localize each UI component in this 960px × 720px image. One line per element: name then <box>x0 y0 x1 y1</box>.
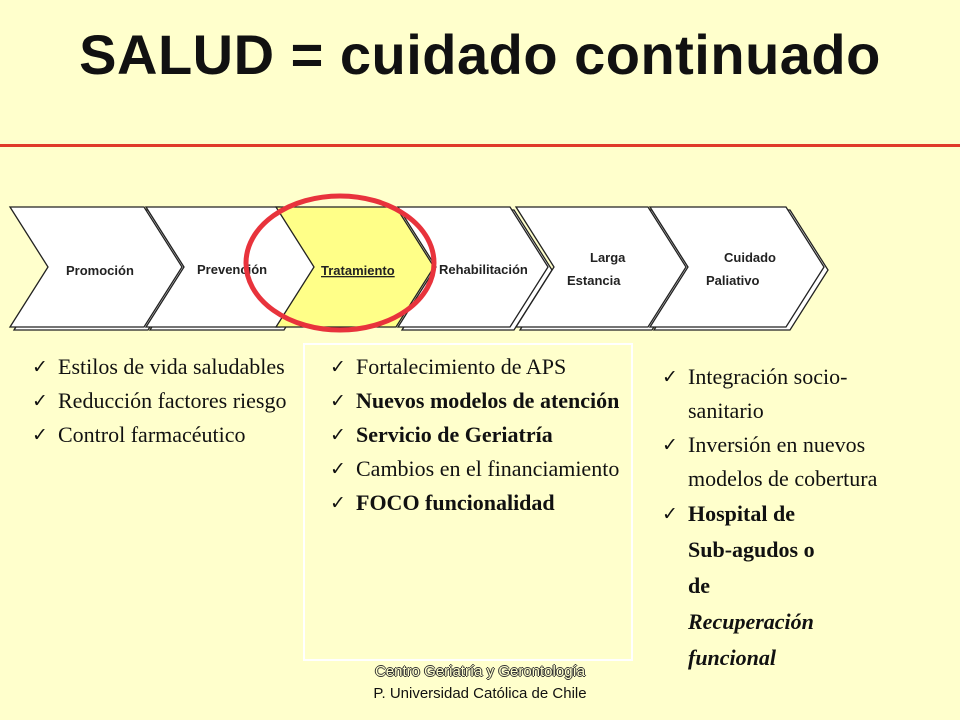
check-icon: ✓ <box>662 366 678 388</box>
step-cuidado-label: Cuidado <box>724 250 776 265</box>
list-item: ✓ Cambios en el financiamiento <box>330 452 630 486</box>
step-paliativo-label: Paliativo <box>706 273 760 288</box>
step-rehabilitacion-label: Rehabilitación <box>439 262 528 277</box>
step-tratamiento-label: Tratamiento <box>321 263 395 278</box>
list-item: ✓Estilos de vida saludables <box>32 350 302 384</box>
care-continuum-flow: Promoción Prevención Tratamiento Rehabil… <box>8 193 829 333</box>
check-icon: ✓ <box>662 434 678 456</box>
check-icon: ✓ <box>32 356 48 378</box>
list-item: ✓Servicio de Geriatría <box>330 418 630 452</box>
step-estancia-label: Estancia <box>567 273 621 288</box>
footer-institute: Centro Geriatría y Gerontología <box>374 663 586 680</box>
step-cuidado-paliativo <box>648 206 825 328</box>
list-item: ✓Reducción factores riesgo <box>32 384 302 418</box>
check-icon: ✓ <box>330 492 346 514</box>
right-list: ✓Integración socio-sanitario ✓Inversión … <box>662 360 902 676</box>
page-title: SALUD = cuidado continuado <box>79 23 881 86</box>
highlight-circle <box>243 193 437 333</box>
list-item: ✓FOCO funcionalidad <box>330 486 630 520</box>
middle-list: ✓Fortalecimiento de APS ✓ Nuevos modelos… <box>330 350 630 520</box>
check-icon: ✓ <box>330 424 346 446</box>
list-item: ✓Fortalecimiento de APS <box>330 350 630 384</box>
check-icon: ✓ <box>32 390 48 412</box>
footer: Centro Geriatría y Gerontología P. Unive… <box>300 661 660 705</box>
check-icon: ✓ <box>330 356 346 378</box>
list-item: ✓ Nuevos modelos de atención <box>330 384 630 418</box>
list-item: ✓Integración socio-sanitario <box>662 360 902 428</box>
step-promocion <box>8 206 183 328</box>
focus-box <box>303 343 633 661</box>
step-larga-estancia <box>514 206 687 328</box>
check-icon: ✓ <box>662 503 678 525</box>
check-icon: ✓ <box>330 390 346 412</box>
title-divider <box>0 144 960 147</box>
footer-university: P. Universidad Católica de Chile <box>373 685 587 702</box>
check-icon: ✓ <box>32 424 48 446</box>
left-list: ✓Estilos de vida saludables ✓Reducción f… <box>32 350 302 452</box>
list-item: ✓ Control farmacéutico <box>32 418 302 452</box>
step-larga-label: Larga <box>590 250 626 265</box>
check-icon: ✓ <box>330 458 346 480</box>
step-prevencion-label: Prevención <box>197 262 267 277</box>
list-item: ✓Inversión en nuevos modelos de cobertur… <box>662 428 902 496</box>
step-promocion-label: Promoción <box>66 263 134 278</box>
